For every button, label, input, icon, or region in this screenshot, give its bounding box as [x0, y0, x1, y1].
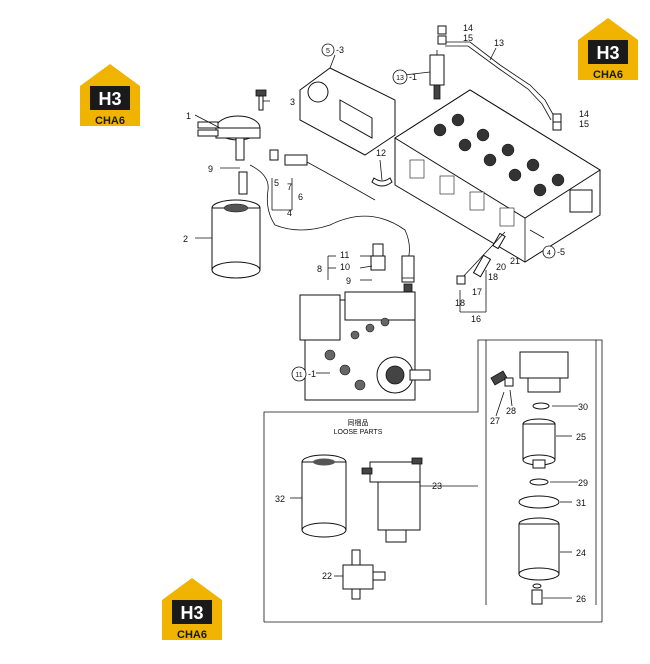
hose-clip [371, 177, 393, 187]
ref-callout-4-5: 4 -5 [542, 245, 565, 259]
callout-12: 12 [376, 148, 386, 158]
injection-pump [299, 291, 431, 401]
o-ring-31 [518, 495, 560, 509]
callout-16: 16 [471, 314, 481, 324]
logo-top-left: H3 CHA6 [80, 64, 140, 127]
callout-8: 8 [317, 264, 322, 274]
o-ring-30 [532, 402, 550, 410]
svg-text:-1: -1 [308, 369, 316, 379]
callout-15-lower: 15 [579, 119, 589, 129]
svg-text:CHA6: CHA6 [593, 69, 623, 81]
return-line [456, 231, 506, 285]
svg-text:H3: H3 [98, 89, 121, 109]
callout-6: 6 [298, 192, 303, 202]
callout-26: 26 [576, 594, 586, 604]
callout-24: 24 [576, 548, 586, 558]
callout-4: 4 [287, 208, 292, 218]
bolt [255, 89, 267, 111]
svg-text:CHA6: CHA6 [95, 115, 125, 127]
fuel-filter-cartridge [211, 171, 261, 279]
callout-10: 10 [340, 262, 350, 272]
svg-text:CHA6: CHA6 [177, 629, 207, 641]
hose-fitting [370, 243, 415, 293]
callout-14-lower: 14 [579, 109, 589, 119]
filter-element [522, 418, 556, 469]
injector [429, 50, 445, 100]
callout-1: 1 [186, 111, 191, 121]
callout-13: 13 [494, 38, 504, 48]
callout-11: 11 [340, 250, 349, 260]
filter-head-exploded [490, 351, 569, 393]
o-ring-29 [529, 478, 549, 486]
leader-lines [194, 47, 578, 599]
intake-manifold [299, 67, 396, 156]
callout-20: 20 [496, 262, 506, 272]
ref-callout-11-1: 11 -1 [291, 366, 316, 382]
svg-text:-1: -1 [409, 72, 417, 82]
svg-text:11: 11 [295, 372, 302, 379]
loose-parts-title-cn: 同梱品 [348, 418, 369, 427]
svg-text:H3: H3 [596, 43, 619, 63]
loose-parts-title-en: LOOSE PARTS [334, 429, 383, 436]
callout-2: 2 [183, 234, 188, 244]
callout-18-left: 18 [455, 298, 465, 308]
svg-text:H3: H3 [180, 603, 203, 623]
callout-25: 25 [576, 432, 586, 442]
callout-18-right: 18 [488, 272, 498, 282]
callout-3: 3 [290, 97, 295, 107]
callout-22: 22 [322, 571, 332, 581]
svg-text:4: 4 [547, 250, 551, 257]
loose-parts-frame [263, 339, 603, 623]
spare-filter-cartridge [301, 454, 347, 538]
filter-bowl [518, 517, 560, 581]
cylinder-head [394, 89, 601, 263]
callout-28: 28 [506, 406, 516, 416]
callout-31: 31 [576, 498, 586, 508]
fuel-hose-upper [249, 149, 410, 261]
svg-text:-5: -5 [557, 247, 565, 257]
callout-5: 5 [274, 178, 279, 188]
filter-head [197, 115, 261, 161]
svg-text:5: 5 [326, 48, 330, 55]
callout-7: 7 [287, 182, 292, 192]
callout-32: 32 [275, 494, 285, 504]
fuel-filter-assembly [361, 457, 423, 543]
injection-pipe [437, 25, 562, 131]
callout-29: 29 [578, 478, 588, 488]
callout-14-upper: 14 [463, 23, 473, 33]
svg-text:-3: -3 [336, 45, 344, 55]
callout-17: 17 [472, 287, 482, 297]
callout-23: 23 [432, 481, 442, 491]
water-separator [342, 549, 386, 600]
callout-15-upper: 15 [463, 33, 473, 43]
ref-callout-13-1: 13 -1 [392, 69, 417, 85]
logo-top-right: H3 CHA6 [578, 18, 638, 81]
callout-9-lower: 9 [346, 276, 351, 286]
logo-bottom-left: H3 CHA6 [162, 578, 222, 641]
callout-27: 27 [490, 416, 500, 426]
callout-30: 30 [578, 402, 588, 412]
callout-21: 21 [510, 256, 520, 266]
drain-plug [531, 583, 543, 605]
svg-text:13: 13 [396, 75, 404, 82]
callout-9-upper: 9 [208, 164, 213, 174]
ref-callout-5-3: 5 -3 [321, 43, 344, 57]
